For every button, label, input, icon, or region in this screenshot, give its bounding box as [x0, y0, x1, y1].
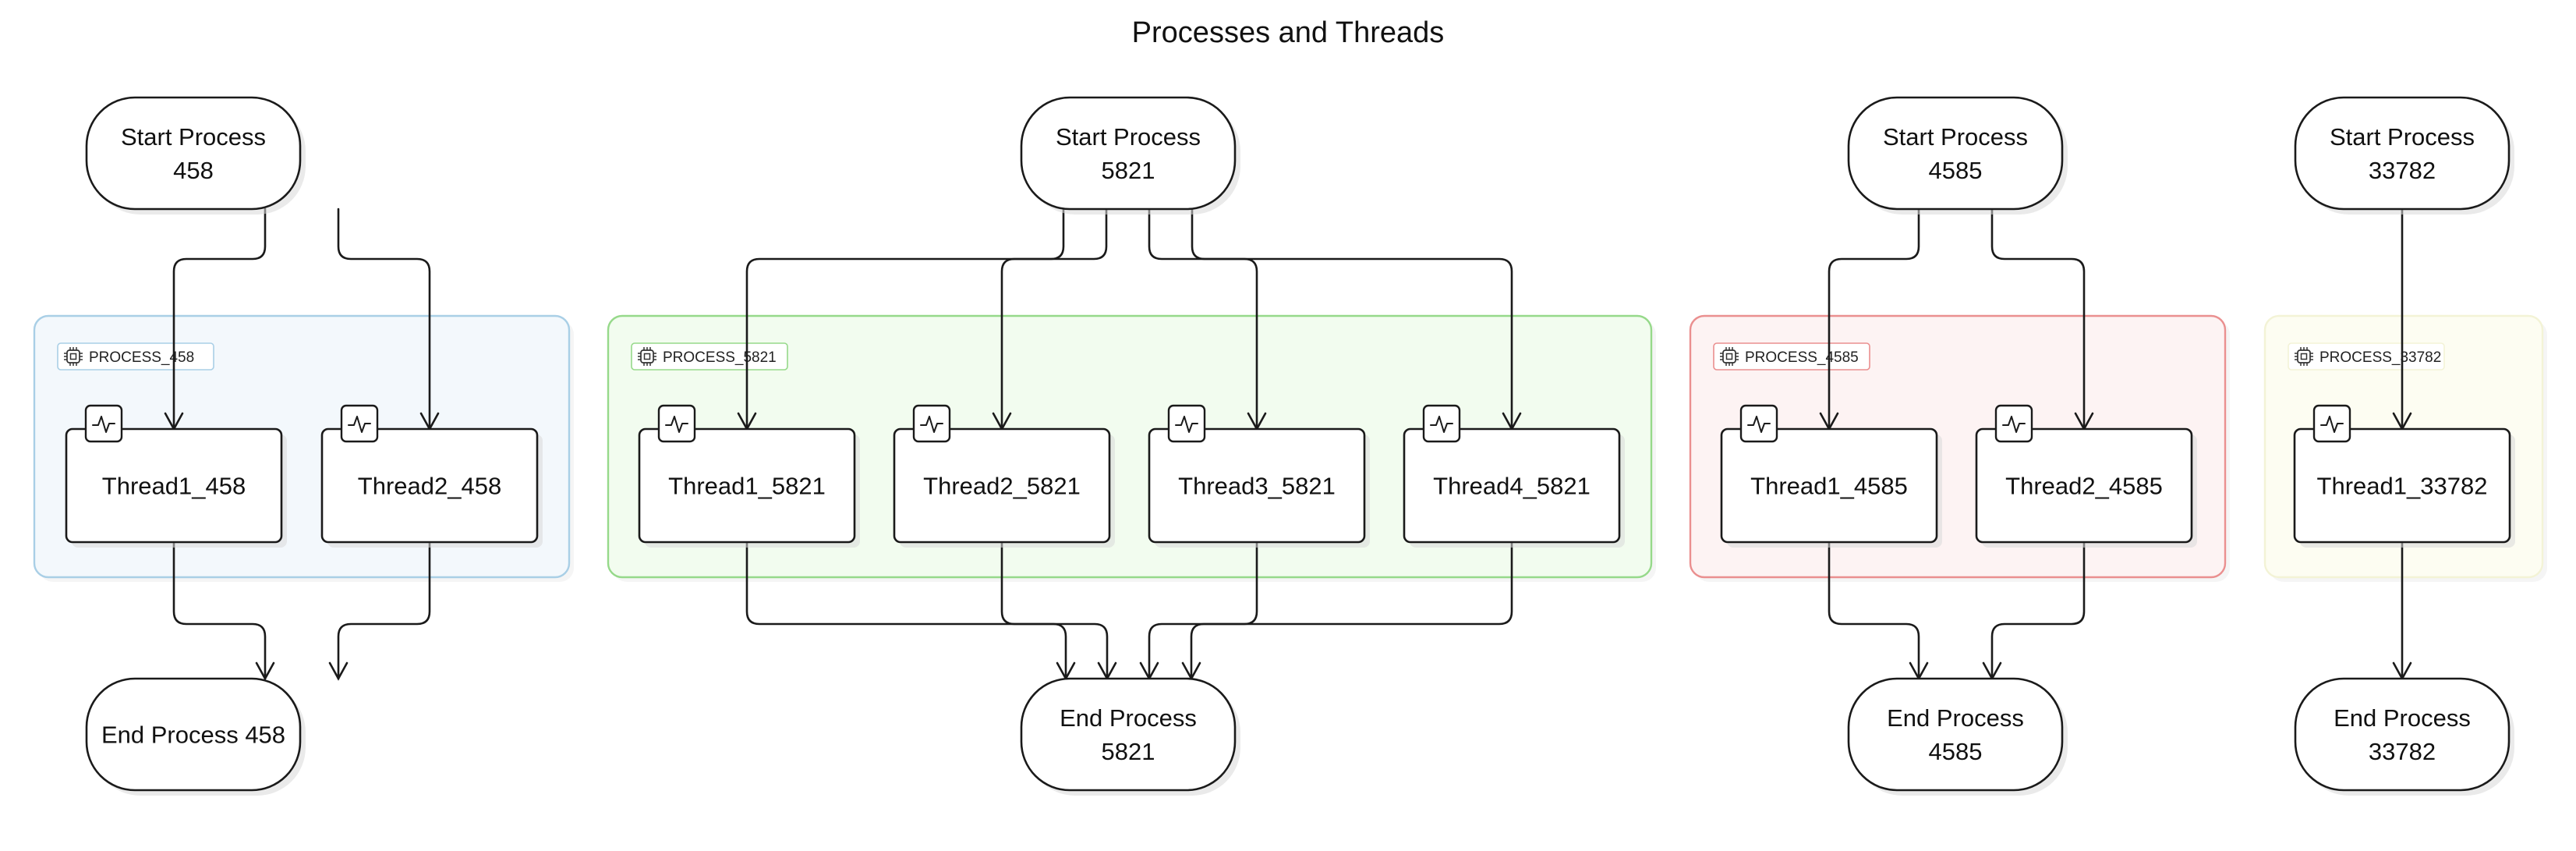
process-group-label: PROCESS_4585: [1745, 349, 1859, 366]
start-node-label-line: Start Process: [121, 123, 266, 151]
start-node-process-4585: Start Process 4585: [1847, 96, 2068, 215]
activity-pulse-icon: [1739, 404, 1778, 443]
arrowhead: [328, 661, 349, 681]
edge-start-to-thread: [1000, 207, 1108, 431]
start-node-process-33782: Start Process 33782: [2294, 96, 2514, 215]
cpu-chip-icon: [64, 347, 83, 366]
edge-thread-to-end: [1190, 541, 1513, 680]
process-group-label: PROCESS_33782: [2319, 349, 2441, 366]
start-node-process-5821: Start Process 5821: [1020, 96, 1240, 215]
thread-label: Thread2_5821: [923, 473, 1081, 500]
end-node-label-line: 33782: [2369, 738, 2436, 765]
activity-pulse-icon: [340, 404, 379, 443]
edge-start-to-thread: [745, 207, 1065, 431]
process-group-tag: [2288, 342, 2445, 371]
start-node-label-line: 5821: [1102, 157, 1155, 184]
activity-pulse-icon: [657, 404, 696, 443]
edge-start-to-thread: [1828, 207, 1920, 431]
start-node-label: Start Process 4585: [1883, 123, 2028, 184]
process-group-box: [607, 314, 1653, 579]
thread-label: Thread2_4585: [2005, 473, 2163, 500]
end-node-label-line: End Process: [1887, 704, 2024, 732]
start-node-label: Start Process 458: [121, 123, 266, 184]
thread-label: Thread4_5821: [1433, 473, 1591, 500]
thread-node-thread3-5821: Thread3_5821: [1148, 404, 1370, 548]
edge-start-to-thread: [1191, 207, 1513, 431]
thread-node-thread1-4585: Thread1_4585: [1720, 404, 1942, 548]
end-node-label: End Process 4585: [1887, 704, 2024, 765]
start-node-label-line: Start Process: [2330, 123, 2475, 151]
start-node-label-line: Start Process: [1056, 123, 1201, 151]
activity-pulse-icon: [84, 404, 123, 443]
start-node-label-line: 33782: [2369, 157, 2436, 184]
end-node-label: End Process 33782: [2334, 704, 2471, 765]
thread-label: Thread3_5821: [1178, 473, 1336, 500]
process-group-label: PROCESS_5821: [663, 349, 777, 366]
thread-node-thread4-5821: Thread4_5821: [1403, 404, 1625, 548]
edge-start-to-thread: [1990, 207, 2086, 431]
cpu-chip-icon: [2295, 347, 2313, 366]
start-node-label: Start Process 33782: [2330, 123, 2475, 184]
diagram-title: Processes and Threads: [1132, 16, 1445, 49]
thread-label: Thread2_458: [358, 473, 501, 500]
end-node-label: End Process 5821: [1060, 704, 1197, 765]
activity-pulse-icon: [1994, 404, 2033, 443]
edge-start-to-thread: [337, 207, 431, 431]
end-node-process-5821: End Process 5821: [1020, 677, 1240, 796]
end-node-process-458: End Process 458: [85, 677, 306, 796]
process-group-tag: [631, 342, 788, 371]
thread-node-thread1-33782: Thread1_33782: [2293, 404, 2515, 548]
process-group-label: PROCESS_458: [89, 349, 194, 366]
arrowhead: [255, 661, 275, 681]
process-group-tag: [1713, 342, 1870, 371]
end-node-label-line: End Process: [1060, 704, 1197, 732]
thread-node-thread1-5821: Thread1_5821: [638, 404, 860, 548]
start-node-label-line: Start Process: [1883, 123, 2028, 151]
cpu-chip-icon: [638, 347, 656, 366]
edge-thread-to-end: [1828, 541, 1920, 680]
thread-node-thread2-458: Thread2_458: [320, 404, 543, 548]
start-node-label: Start Process 5821: [1056, 123, 1201, 184]
activity-pulse-icon: [2312, 404, 2351, 443]
end-node-label-line: 4585: [1929, 738, 1983, 765]
thread-label: Thread1_33782: [2317, 473, 2488, 500]
end-node-process-33782: End Process 33782: [2294, 677, 2514, 796]
end-node-label: End Process 458: [101, 722, 285, 749]
thread-node-thread1-458: Thread1_458: [65, 404, 287, 548]
cpu-chip-icon: [1720, 347, 1739, 366]
thread-label: Thread1_5821: [668, 473, 826, 500]
activity-pulse-icon: [912, 404, 951, 443]
start-node-process-458: Start Process 458: [85, 96, 306, 215]
edge-thread-to-end: [337, 541, 431, 680]
start-node-label-line: 4585: [1929, 157, 1983, 184]
edge-start-to-thread: [172, 207, 267, 431]
thread-label: Thread1_4585: [1750, 473, 1908, 500]
end-node-label-line: 5821: [1102, 738, 1155, 765]
thread-node-thread2-5821: Thread2_5821: [893, 404, 1115, 548]
thread-label: Thread1_458: [102, 473, 246, 500]
activity-pulse-icon: [1167, 404, 1206, 443]
end-node-process-4585: End Process 4585: [1847, 677, 2068, 796]
process-group-1: PROCESS_5821: [607, 314, 1656, 582]
end-node-label-line: End Process 458: [101, 722, 285, 749]
activity-pulse-icon: [1422, 404, 1461, 443]
start-node-label-line: 458: [173, 157, 214, 184]
edge-thread-to-end: [745, 541, 1067, 680]
end-node-label-line: End Process: [2334, 704, 2471, 732]
edge-thread-to-end: [1990, 541, 2086, 680]
edge-thread-to-end: [1000, 541, 1109, 680]
edge-thread-to-end: [172, 541, 267, 680]
thread-node-thread2-4585: Thread2_4585: [1975, 404, 2197, 548]
